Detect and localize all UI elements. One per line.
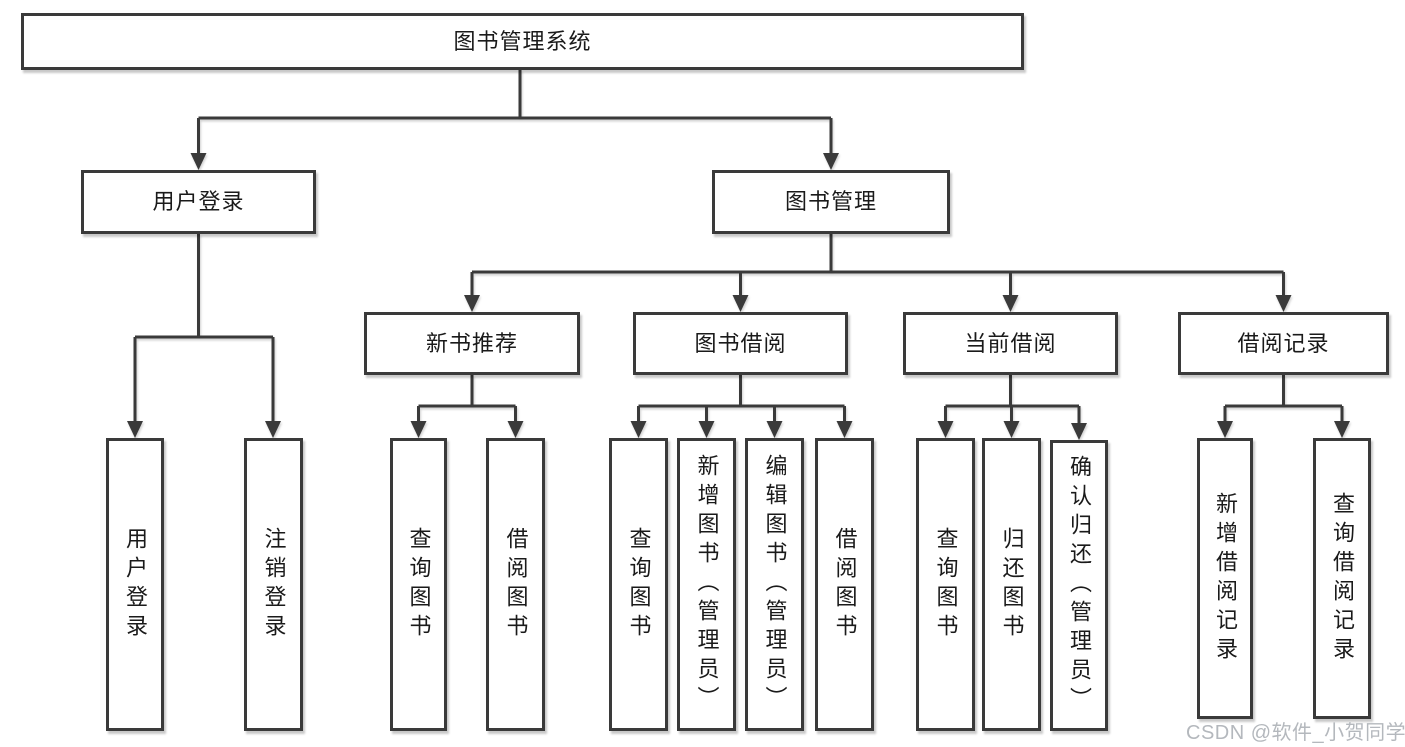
leaf-borrow-books-recommend: 借阅图书 — [486, 438, 545, 731]
leaf-logout-login: 注销登录 — [244, 438, 303, 731]
leaf-add-books-admin: 新增图书（管理员） — [677, 438, 736, 731]
leaf-borrow-books-borrowing: 借阅图书 — [815, 438, 874, 731]
leaf-query-books-borrowing: 查询图书 — [609, 438, 668, 731]
book-borrowing-box: 图书借阅 — [633, 312, 848, 375]
leaf-user-login: 用户登录 — [106, 438, 164, 731]
book-management-box: 图书管理 — [712, 170, 950, 234]
leaf-query-books-current: 查询图书 — [916, 438, 975, 731]
leaf-query-books-recommend: 查询图书 — [390, 438, 447, 731]
user-login-box: 用户登录 — [81, 170, 316, 234]
leaf-add-borrow-record: 新增借阅记录 — [1197, 438, 1253, 719]
borrowing-records-box: 借阅记录 — [1178, 312, 1389, 375]
leaf-edit-books-admin: 编辑图书（管理员） — [745, 438, 804, 731]
leaf-return-books: 归还图书 — [982, 438, 1041, 731]
root-system-box: 图书管理系统 — [21, 13, 1024, 70]
new-book-recommendation-box: 新书推荐 — [364, 312, 580, 375]
leaf-confirm-return-admin: 确认归还（管理员） — [1050, 440, 1108, 731]
current-borrowing-box: 当前借阅 — [903, 312, 1118, 375]
csdn-watermark: CSDN @软件_小贺同学 — [1186, 722, 1405, 744]
leaf-query-borrow-record: 查询借阅记录 — [1313, 438, 1371, 719]
